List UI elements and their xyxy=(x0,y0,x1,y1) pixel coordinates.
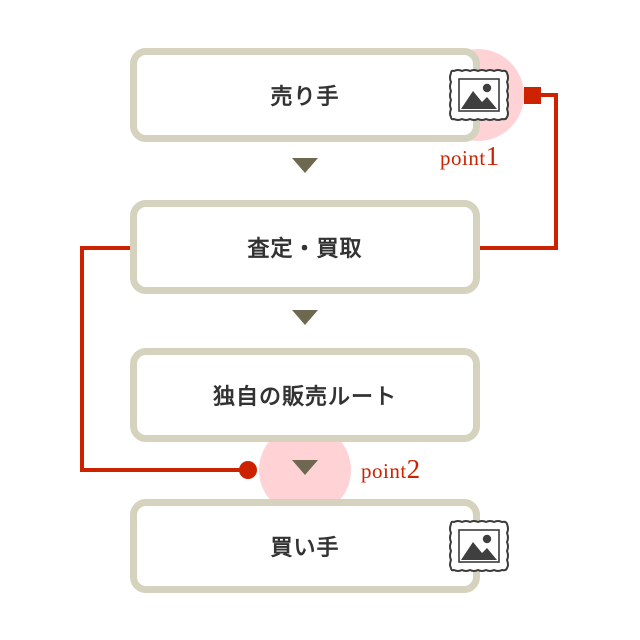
annotation-label-point2: point2 xyxy=(361,456,420,483)
down-arrow-icon-2 xyxy=(292,310,318,325)
down-arrow-icon-3 xyxy=(292,460,318,475)
flow-box-appraise[interactable]: 査定・買取 xyxy=(130,200,480,294)
flow-box-label-route: 独自の販売ルート xyxy=(212,384,397,409)
picture-frame-icon xyxy=(449,520,509,572)
flow-box-route[interactable]: 独自の販売ルート xyxy=(130,348,480,442)
flow-box-label-appraise: 査定・買取 xyxy=(247,236,363,261)
connector-endpoint-square-point1 xyxy=(524,87,541,104)
annotation-label-point1: point1 xyxy=(440,143,499,170)
flow-box-buyer[interactable]: 買い手 xyxy=(130,499,480,593)
annotation-word-point2: point xyxy=(361,459,407,483)
flow-box-label-seller: 売り手 xyxy=(270,84,340,109)
connector-endpoint-dot-point2 xyxy=(239,461,257,479)
down-arrow-icon-1 xyxy=(292,158,318,173)
annotation-word-point1: point xyxy=(440,146,486,170)
flow-box-seller[interactable]: 売り手 xyxy=(130,48,480,142)
annotation-number-point1: 1 xyxy=(485,141,500,171)
annotation-number-point2: 2 xyxy=(406,454,421,484)
flow-box-label-buyer: 買い手 xyxy=(270,535,340,560)
picture-frame-icon xyxy=(449,69,509,121)
